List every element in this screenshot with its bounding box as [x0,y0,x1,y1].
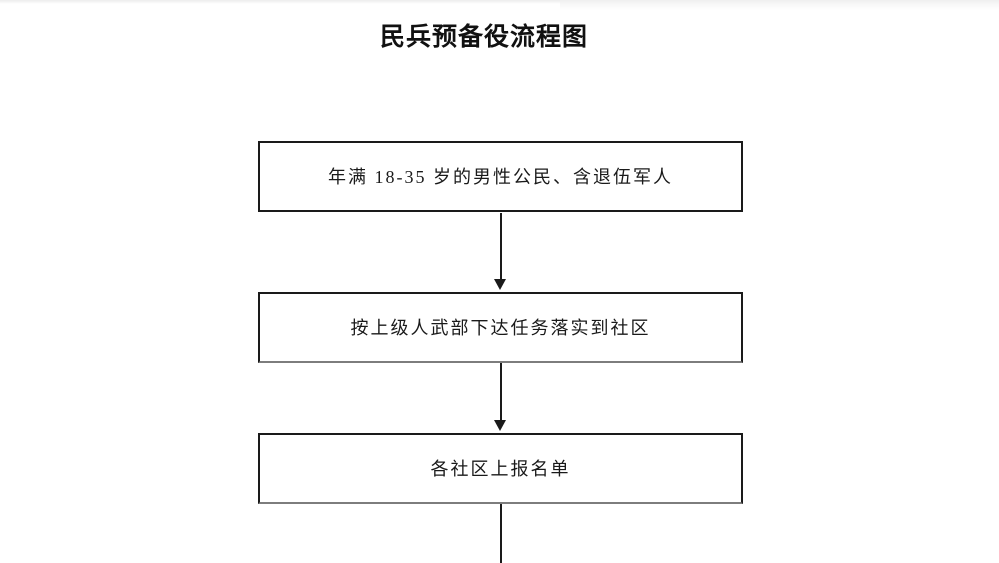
flow-node-1-label: 年满 18-35 岁的男性公民、含退伍军人 [328,166,673,187]
flow-node-1: 年满 18-35 岁的男性公民、含退伍军人 [258,141,743,212]
page-edge-strip [0,0,999,4]
flow-node-3-label: 各社区上报名单 [430,458,571,479]
flow-edge-2-line [500,363,502,422]
flow-node-3: 各社区上报名单 [258,433,743,504]
flow-node-2: 按上级人武部下达任务落实到社区 [258,292,743,363]
flow-edge-1-line [500,213,502,281]
flow-node-2-label: 按上级人武部下达任务落实到社区 [350,317,651,338]
page-title: 民兵预备役流程图 [379,23,588,51]
page-edge-strip-right [560,0,999,10]
flow-edge-2-arrowhead-icon [494,420,506,431]
flow-edge-3-line [500,504,502,563]
flow-edge-1-arrowhead-icon [494,279,506,290]
